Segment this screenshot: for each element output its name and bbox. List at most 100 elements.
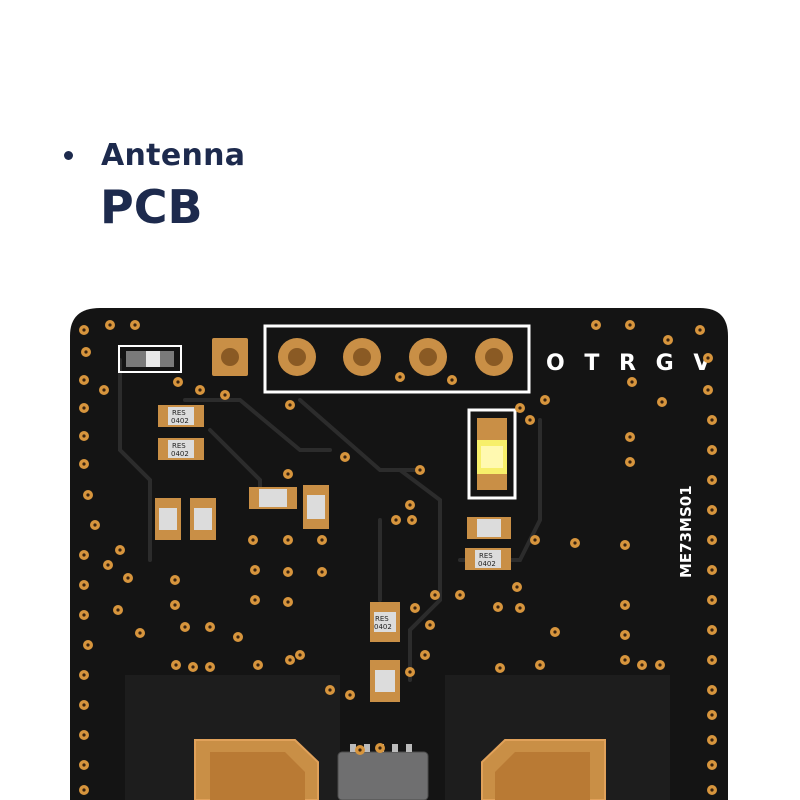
via-drill	[183, 625, 187, 629]
via-drill	[82, 733, 86, 737]
via-drill	[82, 763, 86, 767]
via-drill	[173, 578, 177, 582]
via-drill	[82, 613, 86, 617]
via-drill	[328, 688, 332, 692]
via-drill	[518, 406, 522, 410]
via-drill	[623, 658, 627, 662]
via-drill	[106, 563, 110, 567]
via-drill	[423, 653, 427, 657]
via-drill	[710, 788, 714, 792]
via-drill	[286, 600, 290, 604]
via-drill	[710, 598, 714, 602]
via-drill	[658, 663, 662, 667]
via-drill	[623, 633, 627, 637]
via-drill	[116, 608, 120, 612]
via-drill	[710, 568, 714, 572]
via-drill	[298, 653, 302, 657]
via-drill	[538, 663, 542, 667]
via-drill	[286, 472, 290, 476]
resistor-group: RES 0402 RES 0402 RES 0402 RES 0402	[158, 405, 511, 642]
via-drill	[666, 338, 670, 342]
svg-text:RES: RES	[172, 442, 186, 450]
via-drill	[710, 658, 714, 662]
via-drill	[126, 576, 130, 580]
via-drill	[413, 606, 417, 610]
via-drill	[102, 388, 106, 392]
via-drill	[86, 493, 90, 497]
via-drill	[528, 418, 532, 422]
via-drill	[286, 538, 290, 542]
svg-text:RES: RES	[172, 409, 186, 417]
header-pins	[212, 338, 513, 376]
via-drill	[251, 538, 255, 542]
via-drill	[320, 570, 324, 574]
via-drill	[82, 553, 86, 557]
caption-title: Antenna	[101, 138, 246, 173]
via-drill	[173, 603, 177, 607]
via-drill	[710, 713, 714, 717]
via-drill	[640, 663, 644, 667]
pin-labels: O T R G V	[546, 351, 716, 376]
svg-text:RES: RES	[375, 615, 389, 623]
via-drill	[553, 630, 557, 634]
via-drill	[660, 400, 664, 404]
via-drill	[84, 350, 88, 354]
via-drill	[710, 538, 714, 542]
via-drill	[710, 763, 714, 767]
via-drill	[710, 738, 714, 742]
via-drill	[198, 388, 202, 392]
via-drill	[82, 378, 86, 382]
via-drill	[93, 523, 97, 527]
via-drill	[710, 448, 714, 452]
via-drill	[343, 455, 347, 459]
bullet-dot-icon	[64, 151, 73, 160]
via-drill	[358, 748, 362, 752]
via-drill	[378, 746, 382, 750]
via-drill	[82, 583, 86, 587]
via-drill	[236, 635, 240, 639]
via-drill	[418, 468, 422, 472]
via-drill	[628, 435, 632, 439]
via-drill	[450, 378, 454, 382]
via-drill	[82, 328, 86, 332]
via-drill	[710, 628, 714, 632]
via-drill	[410, 518, 414, 522]
via-drill	[630, 380, 634, 384]
via-drill	[394, 518, 398, 522]
via-drill	[515, 585, 519, 589]
svg-text:0402: 0402	[374, 623, 392, 631]
via-drill	[320, 538, 324, 542]
model-label: ME73MS01	[677, 485, 695, 578]
via-drill	[256, 663, 260, 667]
via-drill	[138, 631, 142, 635]
via-drill	[118, 548, 122, 552]
via-drill	[408, 503, 412, 507]
via-drill	[706, 356, 710, 360]
via-drill	[433, 593, 437, 597]
via-drill	[86, 643, 90, 647]
via-drill	[710, 478, 714, 482]
via-drill	[706, 388, 710, 392]
via-drill	[108, 323, 112, 327]
svg-text:0402: 0402	[171, 417, 189, 425]
svg-text:0402: 0402	[478, 560, 496, 568]
via-drill	[698, 328, 702, 332]
via-drill	[286, 570, 290, 574]
via-drill	[518, 606, 522, 610]
via-drill	[408, 670, 412, 674]
via-drill	[82, 788, 86, 792]
via-drill	[191, 665, 195, 669]
via-drill	[710, 508, 714, 512]
via-drill	[628, 323, 632, 327]
via-drill	[253, 598, 257, 602]
via-drill	[208, 665, 212, 669]
svg-text:0402: 0402	[171, 450, 189, 458]
via-drill	[428, 623, 432, 627]
via-drill	[628, 460, 632, 464]
svg-text:RES: RES	[479, 552, 493, 560]
via-drill	[543, 398, 547, 402]
via-drill	[288, 658, 292, 662]
via-drill	[398, 375, 402, 379]
via-drill	[288, 403, 292, 407]
